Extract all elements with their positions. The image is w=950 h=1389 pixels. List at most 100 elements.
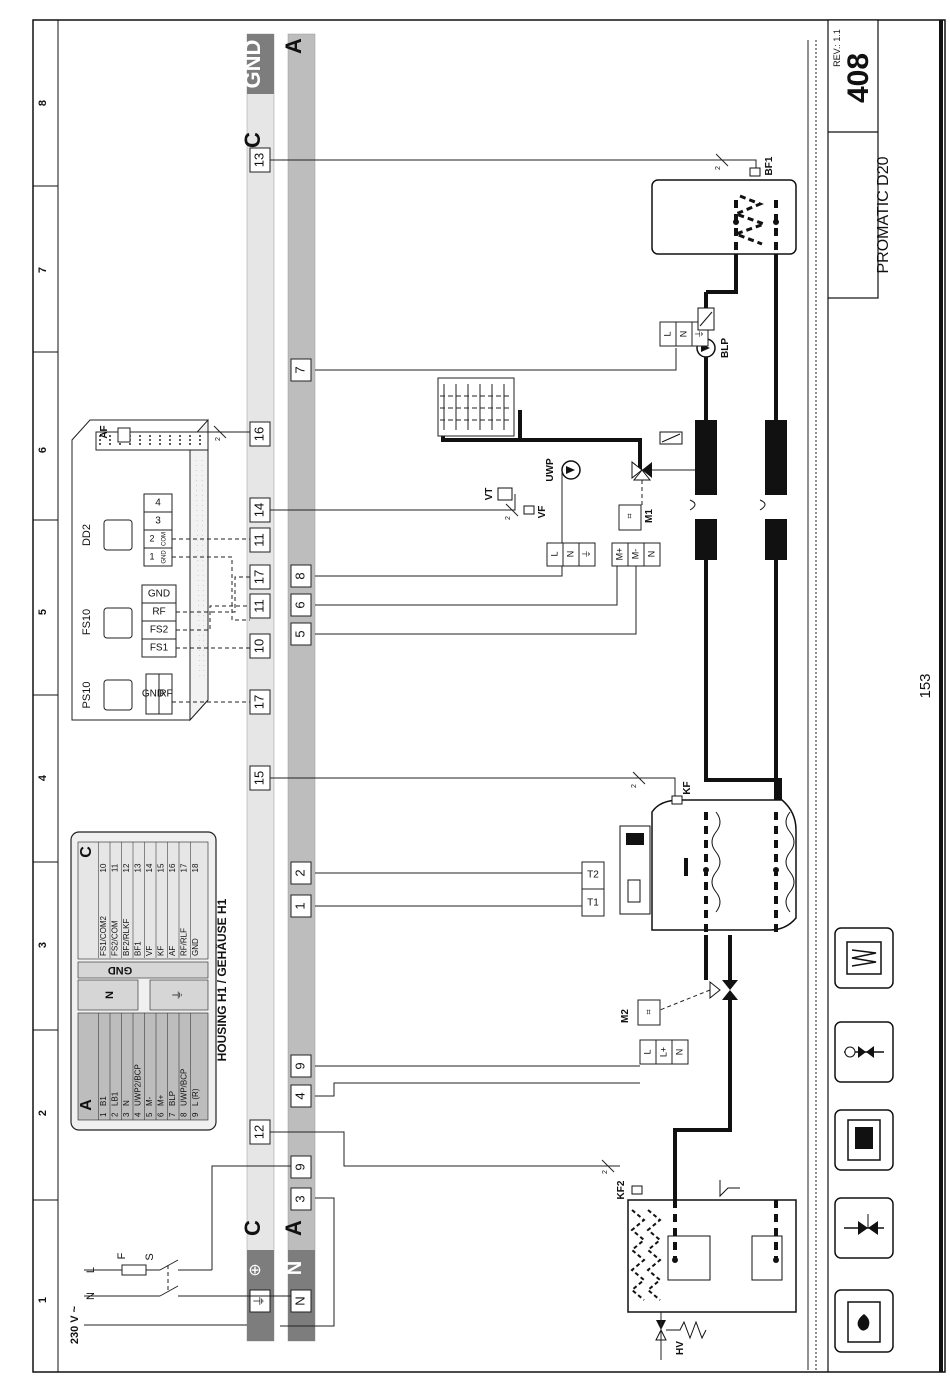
boiler: KF T2 T1: [581, 781, 797, 935]
supply-fuse: F: [116, 1252, 128, 1259]
m1-icon: ⌗: [624, 513, 634, 518]
terminal-a-5: 5: [292, 630, 307, 637]
table-a-row-number: 6: [157, 1112, 166, 1117]
fs10-name: FS10: [81, 609, 93, 635]
rail-A: A A N: [281, 33, 316, 1342]
housing-table: A GND N ⏚ C 1B12LB13N4UWP2/BCP5M-6M+7BLP…: [70, 831, 229, 1131]
terminal-c-17b: 17: [251, 570, 266, 584]
grid-number-3: 3: [37, 942, 49, 948]
m1-n: N: [646, 551, 656, 558]
grid-number-7: 7: [37, 267, 49, 273]
table-pe-label: ⏚: [171, 990, 184, 1001]
icon-strip: [834, 927, 894, 1353]
rail-a-bottom-label: A: [281, 1220, 306, 1236]
remote-panel: AF 2 PS10 GND RF FS10 GND RF FS2 FS1 DD2…: [71, 418, 250, 722]
fs10-gnd: GND: [148, 589, 170, 600]
table-c-label: C: [78, 846, 95, 858]
table-a-row-number: 9: [191, 1112, 200, 1117]
revision-label: REV.: 1.1: [832, 29, 842, 67]
fs10-icon: [103, 607, 133, 639]
table-c-row-number: 16: [168, 863, 177, 872]
terminal-c-11a: 11: [251, 599, 266, 613]
terminal-a-9-lower: 9: [292, 1163, 307, 1170]
rail-pe-label: ⊕: [247, 1263, 264, 1276]
terminal-c-12: 12: [251, 1125, 266, 1139]
grid-number-5: 5: [37, 609, 49, 615]
table-gnd-label: GND: [108, 964, 133, 976]
table-a-row-number: 4: [134, 1112, 143, 1117]
table-c-row-label: KF: [157, 946, 166, 956]
ps10-name: PS10: [81, 682, 93, 709]
table-a-label: A: [78, 1099, 95, 1111]
terminal-a-4: 4: [292, 1092, 307, 1099]
floor-hatch: [807, 40, 817, 1370]
table-a-row-label: N: [122, 1100, 131, 1106]
uwp-label: UWP: [545, 458, 556, 482]
table-a-row-label: BLP: [168, 1091, 177, 1106]
table-c-row-number: 11: [111, 863, 120, 872]
table-c-row-number: 17: [180, 863, 189, 872]
title-block: REV.: 1.1 408 PROMATIC D20: [827, 19, 892, 1372]
grid-number-4: 4: [37, 774, 49, 781]
grid-number-1: 1: [37, 1297, 49, 1303]
table-a-row-number: 2: [111, 1112, 120, 1117]
table-a-row-label: M-: [145, 1096, 154, 1106]
uwp-terminals: L N ⏚: [546, 542, 596, 567]
vf-wire-count: 2: [505, 516, 512, 520]
dd2-name: DD2: [81, 524, 93, 546]
buffer-tank: BF1: [651, 156, 797, 255]
power-supply: 230 V ~ N L F S: [69, 1165, 335, 1344]
rail-gnd-label: GND: [240, 40, 265, 89]
grid-number-6: 6: [37, 447, 49, 453]
table-a-row-number: 5: [145, 1112, 154, 1117]
dd2-t1: 1: [149, 551, 154, 561]
fireplace-icon: [834, 1289, 894, 1353]
table-c-row-number: 12: [122, 863, 131, 872]
blp-pe: ⏚: [694, 329, 704, 338]
ps10-gnd: GND: [142, 689, 164, 700]
terminal-a-1: 1: [292, 902, 307, 909]
rail-a-top-label: A: [281, 38, 306, 54]
bf1-wire-count: 2: [715, 166, 722, 170]
table-c-row-number: 15: [157, 863, 166, 872]
terminal-c-13: 13: [251, 153, 266, 167]
supply-switch: S: [144, 1253, 156, 1260]
kf2-label: KF2: [616, 1180, 627, 1199]
dd2-icon: [103, 519, 133, 551]
supply-voltage: 230 V ~: [69, 1305, 81, 1344]
tank-coil-icon: [834, 927, 894, 989]
check-valve-1: [659, 431, 683, 445]
m1-label: M1: [644, 509, 655, 523]
table-c-row-label: AF: [168, 946, 177, 956]
blp-label: BLP: [720, 338, 731, 358]
table-a-row-number: 1: [99, 1112, 108, 1117]
m2-label: M2: [620, 1009, 631, 1023]
terminal-a-6: 6: [292, 601, 307, 608]
grid-numbers: 8 7 6 5 4 3 2 1: [37, 100, 49, 1303]
boiler-unit-icon: [834, 1109, 894, 1171]
grid-ticks: [33, 185, 58, 1201]
table-a-row-number: 7: [168, 1112, 177, 1117]
m2-l: L: [642, 1049, 652, 1054]
grid-number-8: 8: [37, 100, 49, 106]
terminal-a-9: 9: [292, 1062, 307, 1069]
rail-a-terminals: 3 4 9 1 2 5 6 8 7 N ⏚: [249, 358, 312, 1313]
ps10-icon: [103, 679, 133, 711]
m1-mminus: M-: [630, 549, 640, 560]
m1-mixer: ⌗ M1 M+ M- N: [611, 460, 661, 567]
ps10-rf: RF: [159, 689, 172, 700]
table-c-row-label: FS2/COM: [111, 920, 120, 956]
vt-valve-icon: [497, 487, 513, 501]
page-number: 153: [917, 673, 934, 698]
terminal-a-7: 7: [292, 366, 307, 373]
kf2-wire-count: 2: [602, 1170, 609, 1174]
table-a-row-label: UWP2/BCP: [134, 1064, 143, 1106]
table-a-row-label: B1: [99, 1096, 108, 1106]
dd2-t2: 2: [149, 533, 154, 543]
stove-tank: KF2 HV: [616, 1180, 797, 1360]
fs10-rf: RF: [152, 607, 165, 618]
table-c-row-number: 10: [99, 863, 108, 872]
table-a-row-number: 3: [122, 1112, 131, 1117]
table-a-row-label: LB1: [111, 1091, 120, 1106]
table-c-row-number: 14: [145, 863, 154, 872]
